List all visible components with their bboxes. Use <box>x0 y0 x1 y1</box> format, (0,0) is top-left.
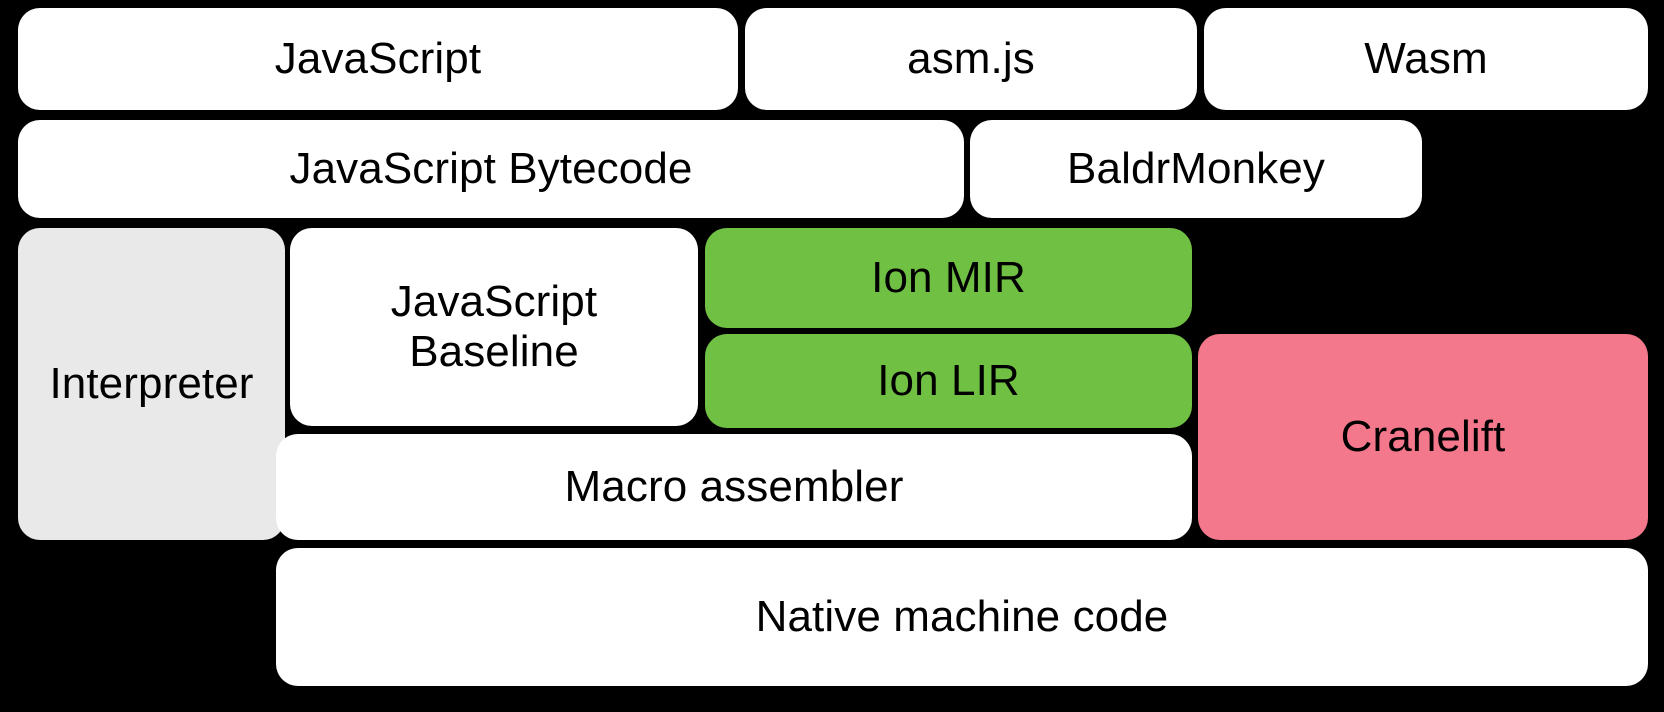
node-ion-lir: Ion LIR <box>705 334 1192 428</box>
node-javascript-baseline: JavaScript Baseline <box>290 228 698 426</box>
node-wasm: Wasm <box>1204 8 1648 110</box>
node-cranelift: Cranelift <box>1198 334 1648 540</box>
node-native-machine-code: Native machine code <box>276 548 1648 686</box>
node-interpreter: Interpreter <box>18 228 285 540</box>
node-asmjs: asm.js <box>745 8 1197 110</box>
node-javascript: JavaScript <box>18 8 738 110</box>
node-ion-mir: Ion MIR <box>705 228 1192 328</box>
node-baldrmonkey: BaldrMonkey <box>970 120 1422 218</box>
node-macro-assembler: Macro assembler <box>276 434 1192 540</box>
node-javascript-bytecode: JavaScript Bytecode <box>18 120 964 218</box>
